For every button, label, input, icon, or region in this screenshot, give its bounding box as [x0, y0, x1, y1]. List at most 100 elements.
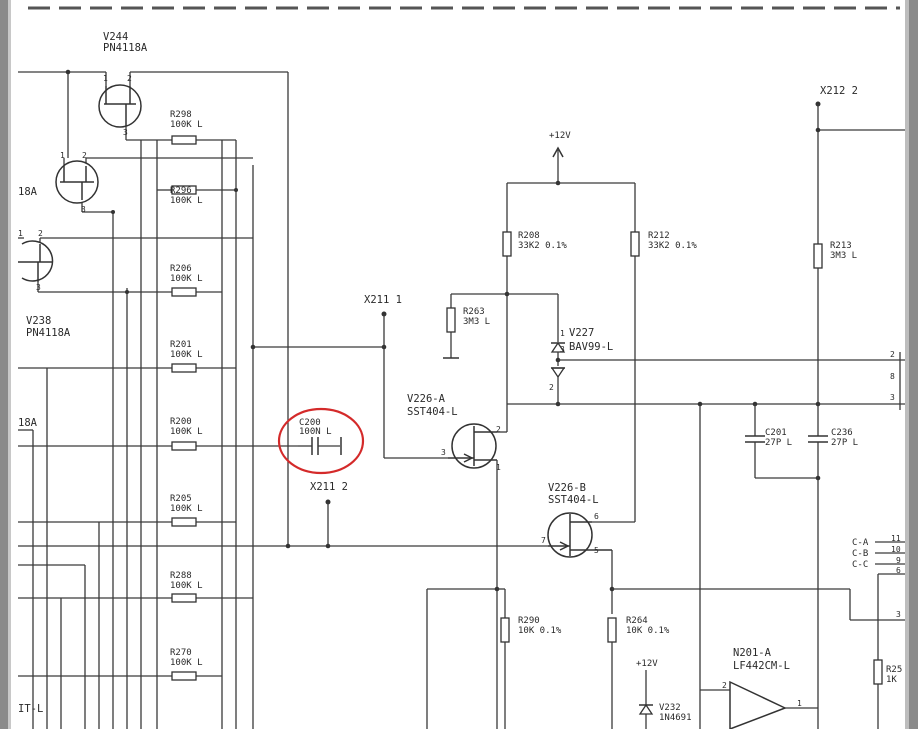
- x211-2-label: X211 2: [310, 481, 348, 493]
- c200-value: 100N L: [299, 427, 332, 437]
- connector-x211: X211 1 X211 2: [310, 294, 448, 546]
- v226a-pin1: 1: [496, 463, 501, 472]
- supply-bottom-label: +12V: [636, 659, 658, 669]
- jfet-lower-left: 1 2 3: [18, 229, 54, 292]
- jfet3-pin1: 1: [18, 229, 23, 238]
- resistor-r290: [500, 617, 510, 643]
- v227-ref: V227: [569, 327, 594, 339]
- v226a-pin3: 3: [441, 448, 446, 457]
- jfet2-pin1: 1: [60, 151, 65, 160]
- right-pin11: 11: [891, 534, 901, 543]
- right-pin6: 6: [896, 566, 901, 575]
- v238-ref: V238: [26, 315, 51, 327]
- v226b-ref: V226-B: [548, 482, 586, 494]
- r208-value: 33K2 0.1%: [518, 241, 567, 251]
- r264-ref: R264: [626, 616, 648, 626]
- v226b-pin6: 6: [594, 512, 599, 521]
- resistor-r288: [171, 593, 197, 603]
- right-pin10: 10: [891, 545, 901, 554]
- c236-ref: C236: [831, 428, 853, 438]
- r290-value: 10K 0.1%: [518, 626, 562, 636]
- v226b-pin5: 5: [594, 546, 599, 555]
- r288-value: 100K L: [170, 581, 203, 591]
- r208-ref: R208: [518, 231, 540, 241]
- r206-ref: R206: [170, 264, 192, 274]
- jfet2-pin2: 2: [82, 151, 87, 160]
- r213-ref: R213: [830, 241, 852, 251]
- resistor-r206: [171, 287, 197, 297]
- jfet-v226a: 3 2 1 V226-A SST404-L: [407, 393, 507, 729]
- label-c-c: C-C: [852, 560, 868, 570]
- left-network-wiring: [18, 69, 548, 729]
- right-connector-block: 2 8 3 C-A C-B C-C 11 10 9 6 3 R25 1K: [852, 350, 905, 729]
- r296-value: 100K L: [170, 196, 203, 206]
- lower-center-network: R290 10K 0.1% R264 10K 0.1% +12V V232 1N…: [426, 401, 905, 729]
- resistor-r200: [171, 441, 197, 451]
- r296-ref: R296: [170, 186, 192, 196]
- r205-ref: R205: [170, 494, 192, 504]
- c201-value: 27P L: [765, 438, 792, 448]
- label-c-b: C-B: [852, 549, 868, 559]
- v244-pin1: 1: [103, 74, 108, 83]
- resistor-r298: [171, 135, 197, 145]
- r212-value: 33K2 0.1%: [648, 241, 697, 251]
- r25-ref: R25: [886, 665, 902, 675]
- capacitor-c200: C200 100N L: [298, 418, 342, 455]
- r264-value: 10K 0.1%: [626, 626, 670, 636]
- resistor-r205: [171, 517, 197, 527]
- v226a-pin2: 2: [496, 425, 501, 434]
- opamp-n201a: [729, 680, 787, 729]
- r201-ref: R201: [170, 340, 192, 350]
- left-18a-mid: 18A: [18, 417, 38, 429]
- resistor-r296: [171, 185, 197, 195]
- r200-ref: R200: [170, 417, 192, 427]
- n201a-pin1: 1: [797, 699, 802, 708]
- n201a-ref: N201-A: [733, 647, 772, 659]
- v244-pin2: 2: [127, 74, 132, 83]
- supply-top-label: +12V: [549, 131, 571, 141]
- r288-ref: R288: [170, 571, 192, 581]
- right-pin2: 2: [890, 350, 895, 359]
- v227-pin2: 2: [549, 383, 554, 392]
- r200-value: 100K L: [170, 427, 203, 437]
- r263-ref: R263: [463, 307, 485, 317]
- resistor-r201: [171, 363, 197, 373]
- center-bias-network: +12V R208 33K2 0.1% R212 33K2 0.1% R263 …: [443, 131, 905, 522]
- v226b-pin7: 7: [541, 536, 546, 545]
- capacitors-c201-c236: C201 27P L C236 27P L: [745, 401, 858, 729]
- r213-value: 3M3 L: [830, 251, 857, 261]
- x212-2-label: X212 2: [820, 85, 858, 97]
- r25-value: 1K: [886, 675, 897, 685]
- resistor-r270: [171, 671, 197, 681]
- v227-part: BAV99-L: [569, 341, 613, 353]
- v232-part: 1N4691: [659, 713, 692, 723]
- c201-ref: C201: [765, 428, 787, 438]
- right-pin9: 9: [896, 556, 901, 565]
- v238-part: PN4118A: [26, 327, 71, 339]
- highlight-circle-c200: [277, 407, 365, 475]
- left-18a-top: 18A: [18, 186, 38, 198]
- resistor-r263: [446, 307, 456, 333]
- c236-value: 27P L: [831, 438, 858, 448]
- r298-ref: R298: [170, 110, 192, 120]
- v244-part: PN4118A: [103, 42, 148, 54]
- r298-value: 100K L: [170, 120, 203, 130]
- jfet2-pin3: 3: [81, 205, 86, 214]
- v226a-part: SST404-L: [407, 406, 458, 418]
- left-it-l: IT-L: [18, 703, 43, 715]
- resistor-r212: [630, 231, 640, 257]
- left-resistor-bank: R298 100K L R296 100K L R206 100K L R201…: [170, 110, 203, 681]
- right-pin8: 8: [890, 372, 895, 381]
- r270-value: 100K L: [170, 658, 203, 668]
- jfet3-pin2: 2: [38, 229, 43, 238]
- r206-value: 100K L: [170, 274, 203, 284]
- resistor-r25: [873, 659, 883, 685]
- v244-pin3: 3: [123, 128, 128, 137]
- v226a-ref: V226-A: [407, 393, 446, 405]
- resistor-r264: [607, 617, 617, 643]
- n201a-pin2: 2: [722, 681, 727, 690]
- v232-ref: V232: [659, 703, 681, 713]
